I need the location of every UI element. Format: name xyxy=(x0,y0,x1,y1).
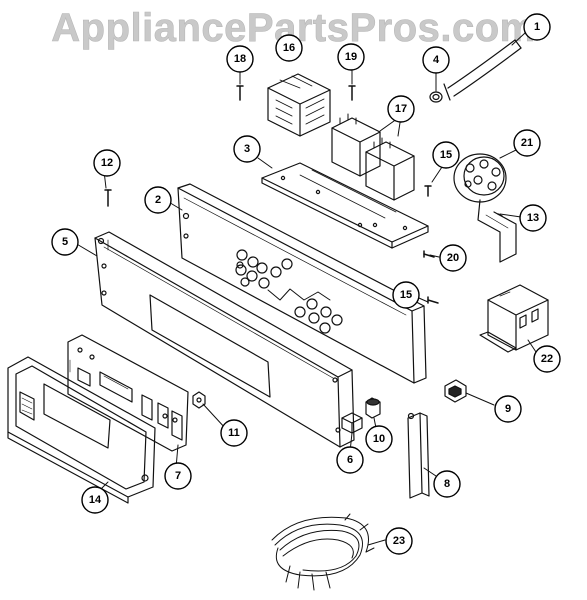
part-4-clamp xyxy=(429,91,443,103)
callout-15-upper: 15 xyxy=(432,141,460,169)
callout-23: 23 xyxy=(385,527,413,555)
part-3-bracket xyxy=(261,162,429,249)
callout-15-lower: 15 xyxy=(392,281,420,309)
part-5-front-panel xyxy=(94,231,355,448)
part-11-nut xyxy=(192,391,206,409)
callout-label-3: 3 xyxy=(244,143,250,155)
part-10-cap xyxy=(365,397,381,419)
callout-9: 9 xyxy=(494,395,522,423)
callout-12: 12 xyxy=(93,149,121,177)
screw-20 xyxy=(423,253,435,258)
callout-label-6: 6 xyxy=(347,454,353,466)
callout-label-18: 18 xyxy=(234,53,246,65)
part-7-control-board xyxy=(67,334,189,452)
callout-13: 13 xyxy=(519,204,547,232)
callout-label-9: 9 xyxy=(505,403,511,415)
callout-label-2: 2 xyxy=(155,194,161,206)
callout-18: 18 xyxy=(226,45,254,73)
callout-7: 7 xyxy=(164,462,192,490)
callout-label-12: 12 xyxy=(101,157,113,169)
callout-label-1: 1 xyxy=(534,21,540,33)
callout-label-21: 21 xyxy=(521,137,533,149)
callout-label-8: 8 xyxy=(444,478,450,490)
part-1-hose xyxy=(443,39,522,101)
callout-label-15-lower: 15 xyxy=(400,289,412,301)
part-22-transformer xyxy=(479,284,549,353)
part-23-wire-harness xyxy=(271,513,375,591)
callout-14: 14 xyxy=(81,486,109,514)
callout-label-17: 17 xyxy=(395,103,407,115)
callout-22: 22 xyxy=(533,345,561,373)
leader-lines xyxy=(74,32,537,546)
callout-label-5: 5 xyxy=(62,236,68,248)
callout-label-13: 13 xyxy=(527,212,539,224)
part-21-pressure-switch xyxy=(453,153,517,263)
callout-label-19: 19 xyxy=(345,51,357,63)
screw-15-lower xyxy=(427,299,439,304)
callout-11: 11 xyxy=(220,419,248,447)
callout-label-20: 20 xyxy=(447,252,459,264)
callout-4: 4 xyxy=(422,46,450,74)
callouts: 1 2 3 4 5 6 7 8 9 10 11 12 13 14 15 15 1… xyxy=(51,13,561,555)
callout-label-7: 7 xyxy=(175,470,181,482)
callout-6: 6 xyxy=(336,446,364,474)
callout-5: 5 xyxy=(51,228,79,256)
callout-1: 1 xyxy=(523,13,551,41)
part-16-block xyxy=(267,73,331,137)
screw-13 xyxy=(497,213,503,217)
callout-10: 10 xyxy=(365,425,393,453)
callout-label-10: 10 xyxy=(373,433,385,445)
callout-label-14: 14 xyxy=(89,494,102,506)
part-17-relays xyxy=(331,113,415,201)
callout-label-16: 16 xyxy=(283,42,295,54)
part-6-clip xyxy=(341,412,363,434)
callout-label-11: 11 xyxy=(228,427,240,439)
callout-20: 20 xyxy=(439,244,467,272)
callout-8: 8 xyxy=(433,470,461,498)
callout-2: 2 xyxy=(144,186,172,214)
callout-16: 16 xyxy=(275,34,303,62)
callout-17: 17 xyxy=(387,95,415,123)
callout-label-22: 22 xyxy=(541,353,553,365)
callout-label-4: 4 xyxy=(433,54,440,66)
part-14-overlay xyxy=(7,356,156,504)
callout-label-15-upper: 15 xyxy=(440,149,452,161)
callout-3: 3 xyxy=(233,135,261,163)
screws xyxy=(104,85,503,304)
callout-label-23: 23 xyxy=(393,535,405,547)
part-8-trim-strip xyxy=(407,412,430,499)
callout-19: 19 xyxy=(337,43,365,71)
callout-21: 21 xyxy=(513,129,541,157)
part-9-clip xyxy=(444,379,467,403)
part-2-rear-panel xyxy=(177,183,427,384)
